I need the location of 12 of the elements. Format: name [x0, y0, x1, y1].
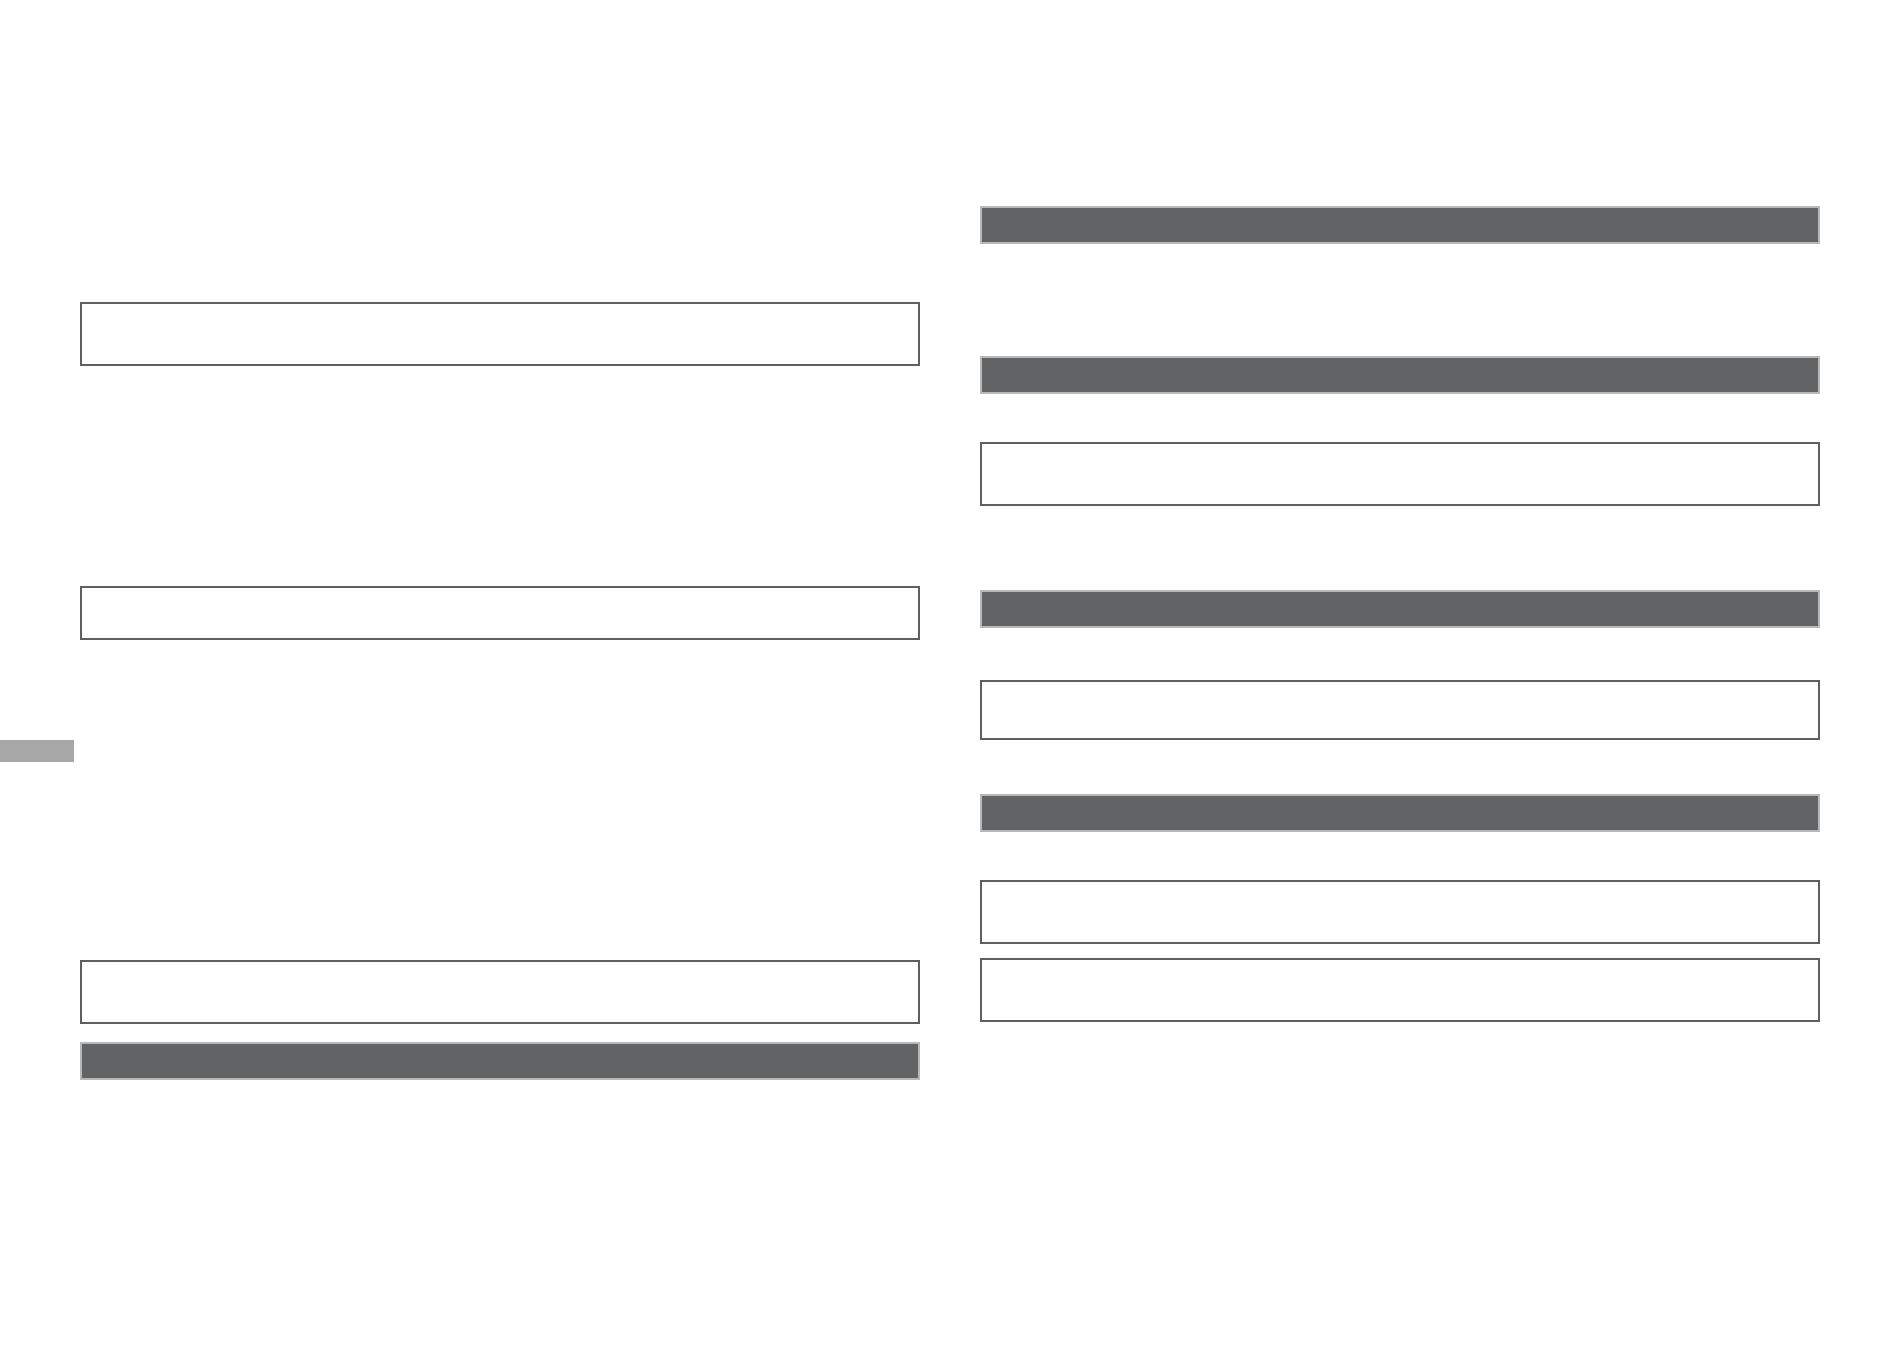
outlined-box [80, 960, 920, 1024]
outlined-box [80, 302, 920, 366]
outlined-box [980, 442, 1820, 506]
section-bar [980, 590, 1820, 628]
outlined-box [80, 586, 920, 640]
section-bar [80, 1042, 920, 1080]
section-bar [980, 794, 1820, 832]
outlined-box [980, 880, 1820, 944]
section-bar [980, 356, 1820, 394]
outlined-box [980, 680, 1820, 740]
outlined-box [980, 958, 1820, 1022]
section-bar [980, 206, 1820, 244]
